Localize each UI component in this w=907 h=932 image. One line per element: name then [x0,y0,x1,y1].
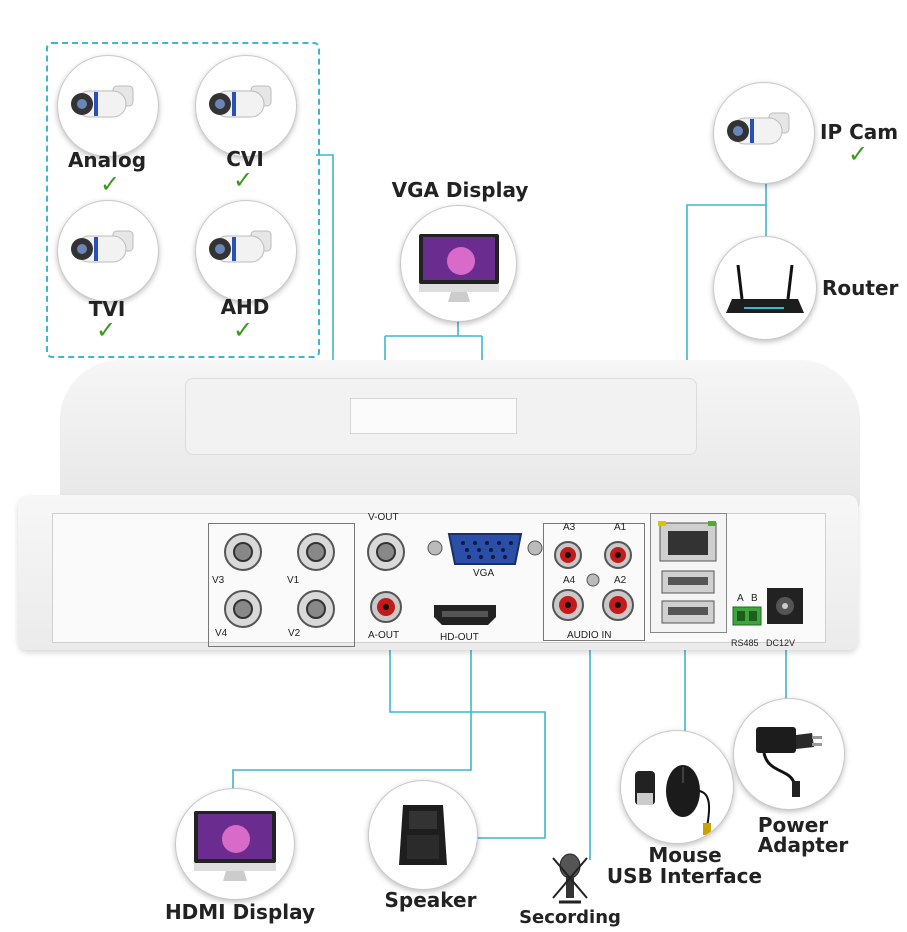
speaker-icon [399,805,447,865]
usb-interface-label: USB Interface [606,864,763,888]
power-adapter-circle [733,698,845,810]
recording-label: Secording [519,907,621,928]
bullet-camera-icon [209,230,272,263]
port-dc12v-label: DC12V [766,638,796,648]
audio-in-group [543,523,645,641]
adapter-label: Adapter [757,833,849,857]
port-vga-label: VGA [473,568,495,579]
port-a4-label: A4 [563,575,576,586]
cvi-camera-circle [195,55,297,157]
port-hd-out-label: HD-OUT [440,632,479,643]
hdmi-port-icon [434,605,496,625]
cvi-label: CVI [226,147,264,171]
audio-in-label: AUDIO IN [567,630,612,641]
cvi-check-icon: ✓ [233,166,254,194]
tvi-camera-circle [57,200,159,302]
vga-display-circle [400,205,517,322]
analog-check-icon: ✓ [100,170,121,198]
port-v2-label: V2 [288,628,301,639]
monitor-icon [194,811,276,881]
bullet-camera-icon [727,112,790,145]
port-a2-label: A2 [614,575,627,586]
vga-display-label: VGA Display [391,178,529,202]
ip-cam-circle [713,82,815,184]
tvi-label: TVI [88,297,126,321]
port-v-out-label: V-OUT [368,512,399,523]
port-v4-label: V4 [215,628,228,639]
ahd-check-icon: ✓ [233,316,254,344]
vga-port-icon [427,533,543,565]
port-v1-label: V1 [287,575,300,586]
lan-usb-ports [658,521,717,624]
port-a3-label: A3 [563,522,576,533]
power-label: Power [757,813,829,837]
dvr-lid-center [350,398,517,434]
line-hdmi [232,620,472,790]
router-icon [726,264,804,313]
video-audio-out-connectors [367,533,405,623]
rs485-terminal-icon [732,606,762,626]
router-circle [713,236,817,340]
bullet-camera-icon [71,230,134,263]
microphone-icon [552,853,588,904]
ahd-label: AHD [220,295,270,319]
ahd-camera-circle [195,200,297,302]
bullet-camera-icon [209,85,272,118]
bnc-connectors [224,533,335,628]
speaker-label: Speaker [384,888,477,912]
analog-camera-circle [57,55,159,157]
hdmi-display-label: HDMI Display [164,900,316,924]
mouse-icon [635,765,711,835]
port-a-label: A [737,593,744,604]
audio-in-connectors [552,541,634,621]
port-a1-label: A1 [614,522,627,533]
mouse-label: Mouse [648,843,722,867]
monitor-icon [419,234,499,302]
ip-cam-label: IP Cam [820,120,899,144]
tvi-check-icon: ✓ [96,316,117,344]
analog-label: Analog [67,148,147,172]
power-adapter-icon [756,727,822,797]
speaker-circle [368,780,478,890]
hdmi-display-circle [175,788,295,900]
bnc-input-group [208,523,355,647]
ip-cam-check-icon: ✓ [848,140,869,168]
port-v3-label: V3 [212,575,225,586]
bullet-camera-icon [71,85,134,118]
line-speaker [389,610,546,839]
router-label: Router [822,276,899,300]
dc-power-jack-icon [767,588,803,624]
port-a-out-label: A-OUT [368,630,400,641]
line-vga-display [384,320,483,548]
port-b-label: B [751,593,758,604]
analog-cameras-group [46,42,320,358]
port-rs485-label: RS485 [731,638,759,648]
mouse-usb-circle [620,730,734,844]
